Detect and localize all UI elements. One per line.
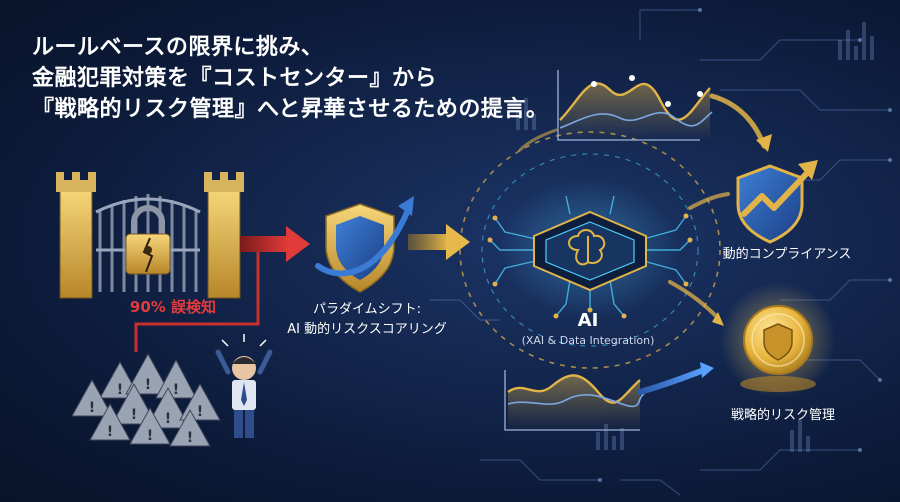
svg-text:!: ! bbox=[165, 411, 171, 427]
svg-text:!: ! bbox=[117, 382, 123, 398]
svg-text:!: ! bbox=[107, 424, 113, 440]
headline-line-2: 金融犯罪対策を『コストセンター』から bbox=[32, 66, 438, 91]
circuit-nodes bbox=[598, 8, 892, 482]
shield-coin-icon bbox=[720, 282, 836, 398]
headline: ルールベースの限界に挑み、 金融犯罪対策を『コストセンター』から 『戦略的リスク… bbox=[32, 32, 548, 125]
paradigm-shift-line-1: パラダイムシフト: bbox=[312, 302, 422, 317]
red-arrow-icon bbox=[134, 226, 310, 352]
strategic-risk-label: 戦略的リスク管理 bbox=[730, 408, 835, 423]
svg-text:!: ! bbox=[131, 407, 137, 423]
background-bars bbox=[516, 22, 874, 452]
warning-triangles-icon: !!! !!! !!! ! bbox=[71, 352, 221, 447]
paradigm-shift-label: パラダイムシフト: AI 動的リスクスコアリング bbox=[262, 300, 472, 340]
gold-arrow-icon bbox=[408, 224, 470, 260]
ai-label: AI bbox=[577, 310, 599, 331]
paradigm-shift-line-2: AI 動的リスクスコアリング bbox=[287, 322, 447, 337]
flow-arrows bbox=[518, 93, 772, 395]
top-line-chart bbox=[557, 70, 713, 141]
locked-gate-icon bbox=[56, 172, 244, 299]
bottom-line-chart bbox=[504, 370, 645, 431]
svg-text:!: ! bbox=[147, 428, 153, 444]
svg-text:!: ! bbox=[187, 430, 193, 446]
svg-text:!: ! bbox=[197, 404, 203, 420]
svg-text:!: ! bbox=[89, 400, 95, 416]
false-positive-label: 90% 誤検知 bbox=[129, 298, 217, 316]
dynamic-compliance-label: 動的コンプライアンス bbox=[722, 247, 852, 262]
headline-line-3: 『戦略的リスク管理』へと昇華させるための提言。 bbox=[32, 97, 549, 122]
svg-text:!: ! bbox=[145, 377, 151, 393]
shield-growth-icon bbox=[736, 160, 818, 244]
stressed-person-icon bbox=[215, 334, 273, 438]
shield-icon bbox=[315, 196, 414, 293]
svg-text:!: ! bbox=[173, 382, 179, 398]
ai-subtitle-label: (XAI & Data Integration) bbox=[521, 334, 655, 347]
headline-line-1: ルールベースの限界に挑み、 bbox=[32, 35, 324, 60]
ai-brain-chip-icon bbox=[487, 178, 693, 319]
